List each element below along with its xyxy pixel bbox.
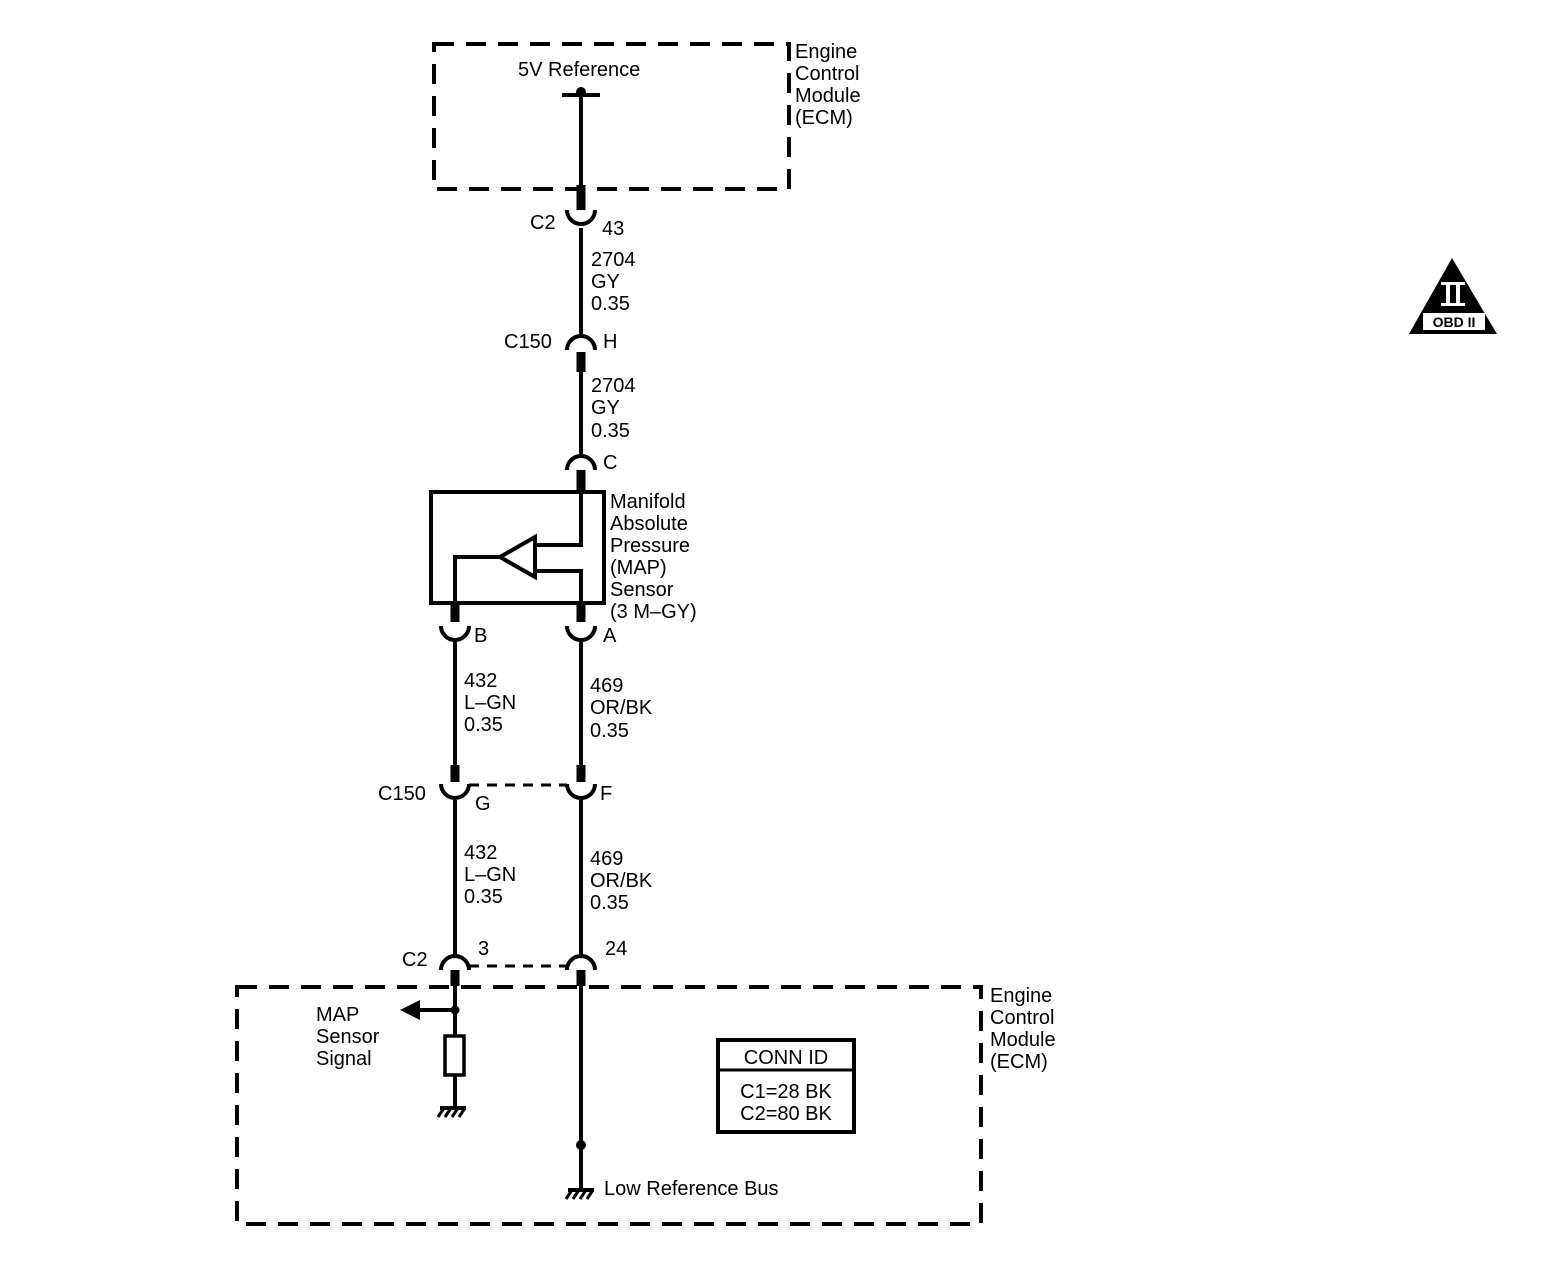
- signal-label-line: MAP: [316, 1004, 359, 1026]
- connector-pin: 43: [602, 218, 624, 240]
- wire-circuit-number: 469: [590, 848, 623, 870]
- connector-arc: [439, 625, 471, 642]
- connector-arc: [439, 783, 471, 800]
- wire-color: OR/BK: [590, 870, 653, 892]
- ecm-top-label-line: Engine: [795, 41, 857, 63]
- ref-label: 5V Reference: [518, 59, 640, 81]
- resistor-symbol: [443, 1034, 466, 1077]
- connector-pin: A: [603, 625, 617, 647]
- connector-pin: G: [475, 793, 491, 815]
- ecm-top-module: Engine Control Module (ECM) 5V Reference: [432, 41, 861, 191]
- connector-pin: B: [474, 625, 487, 647]
- wire-gauge: 0.35: [591, 293, 630, 315]
- conn-id-title: CONN ID: [744, 1047, 828, 1069]
- ecm-bottom-boundary: [235, 985, 983, 1226]
- connector-pin: H: [603, 331, 617, 353]
- connector-c2-pin-24: 24: [565, 938, 627, 971]
- connector-c150-pin-f: F: [565, 783, 612, 805]
- wire-label-432-lgn-lower: 432 L–GN 0.35: [464, 842, 516, 908]
- ecm-top-label-line: Control: [795, 63, 859, 85]
- wire-gauge: 0.35: [590, 720, 629, 742]
- map-sensor: Manifold Absolute Pressure (MAP) Sensor …: [429, 490, 697, 623]
- wire-label-469-orbk-upper: 469 OR/BK 0.35: [590, 675, 653, 742]
- obd-ii-icon: OBD II: [1409, 258, 1497, 334]
- wire-gauge: 0.35: [590, 892, 629, 914]
- ecm-bottom-label-line: (ECM): [990, 1051, 1048, 1073]
- connector-c2-pin-3: C2 3: [402, 938, 489, 971]
- ecm-top-boundary: [432, 42, 791, 191]
- low-ref-label: Low Reference Bus: [604, 1178, 779, 1200]
- connector-c2-pin-43: C2 43: [530, 209, 624, 240]
- wire-circuit-number: 2704: [591, 375, 636, 397]
- connector-arc: [565, 209, 597, 226]
- connector-c150-pin-h: C150 H: [504, 331, 617, 353]
- connector-arc: [565, 954, 597, 971]
- connector-pin: 24: [605, 938, 627, 960]
- signal-label-line: Signal: [316, 1048, 372, 1070]
- ecm-bottom-label-line: Control: [990, 1007, 1054, 1029]
- connector-name: C150: [378, 783, 426, 805]
- ground-icon: [564, 1188, 595, 1200]
- connector-name: C150: [504, 331, 552, 353]
- ecm-bottom-label-line: Engine: [990, 985, 1052, 1007]
- sensor-label-line: Manifold: [610, 491, 686, 513]
- connector-c150-pin-g: C150 G: [378, 783, 491, 815]
- ecm-top-label-line: (ECM): [795, 107, 853, 129]
- wire-color: GY: [591, 397, 620, 419]
- obd-label: OBD II: [1433, 314, 1476, 330]
- sensor-label-line: Sensor: [610, 579, 674, 601]
- wire-label-432-lgn-upper: 432 L–GN 0.35: [464, 670, 516, 736]
- wire-gauge: 0.35: [464, 714, 503, 736]
- connector-arc: [565, 334, 597, 351]
- sensor-label-line: Absolute: [610, 513, 688, 535]
- connector-sensor-pin-a: A: [565, 625, 617, 647]
- low-ref-junction-dot: [576, 1140, 586, 1150]
- signal-arrow-head: [400, 1000, 420, 1020]
- wire-circuit-number: 432: [464, 670, 497, 692]
- wire-color: OR/BK: [590, 697, 653, 719]
- connector-name: C2: [530, 212, 556, 234]
- wire-color: L–GN: [464, 864, 516, 886]
- conn-id-line: C2=80 BK: [740, 1103, 832, 1125]
- sensor-label-line: (3 M–GY): [610, 601, 697, 623]
- wire-circuit-number: 2704: [591, 249, 636, 271]
- sensor-internal-wire: [453, 555, 500, 603]
- ecm-top-label-line: Module: [795, 85, 861, 107]
- signal-label-line: Sensor: [316, 1026, 380, 1048]
- ref-terminal-dot: [576, 87, 586, 97]
- conn-id-table: CONN ID C1=28 BK C2=80 BK: [716, 1038, 856, 1134]
- sensor-internal-wire: [535, 492, 583, 547]
- wire-circuit-number: 469: [590, 675, 623, 697]
- wire-label-2704-gy-upper: 2704 GY 0.35: [591, 249, 636, 315]
- ground-icon: [436, 1106, 467, 1118]
- connector-sensor-pin-b: B: [439, 625, 487, 647]
- wire-color: GY: [591, 271, 620, 293]
- signal-junction-dot: [450, 1005, 460, 1015]
- connector-arc: [565, 454, 597, 471]
- wire-gauge: 0.35: [591, 420, 630, 442]
- connector-arc: [439, 954, 471, 971]
- sensor-body: [429, 490, 606, 605]
- wire-gauge: 0.35: [464, 886, 503, 908]
- sensor-label-line: (MAP): [610, 557, 667, 579]
- ecm-bottom-label-line: Module: [990, 1029, 1056, 1051]
- wire-circuit-number: 432: [464, 842, 497, 864]
- connector-arc: [565, 783, 597, 800]
- conn-id-box: [716, 1038, 856, 1134]
- ecm-bottom-module: Engine Control Module (ECM) MAP Sensor S…: [235, 985, 1056, 1226]
- connector-name: C2: [402, 949, 428, 971]
- connector-sensor-pin-c: C: [565, 452, 617, 474]
- wire-label-2704-gy-lower: 2704 GY 0.35: [591, 375, 636, 442]
- connector-arc: [565, 625, 597, 642]
- conn-id-line: C1=28 BK: [740, 1081, 832, 1103]
- wire-color: L–GN: [464, 692, 516, 714]
- wire-label-469-orbk-lower: 469 OR/BK 0.35: [590, 848, 653, 914]
- connector-pin: 3: [478, 938, 489, 960]
- sensor-label-line: Pressure: [610, 535, 690, 557]
- connector-pin: C: [603, 452, 617, 474]
- amplifier-symbol: [495, 533, 537, 581]
- connector-pin: F: [600, 783, 612, 805]
- sensor-internal-wire: [535, 569, 583, 603]
